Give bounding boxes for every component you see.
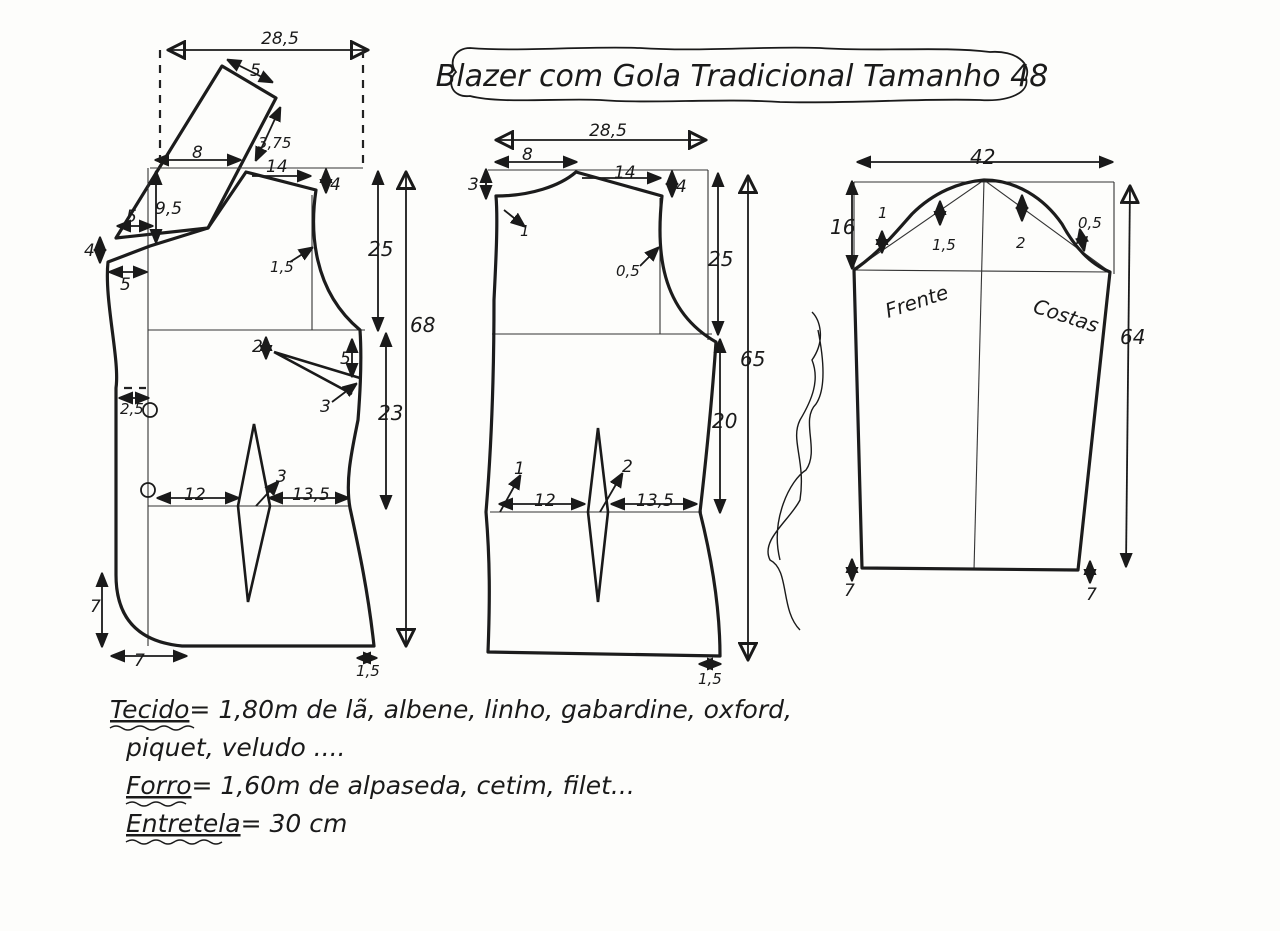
front-piece: 28,5 5 3,75 8 14 4 9,5 5 4 (84, 29, 435, 680)
fabric-text-cont: piquet, veludo .... (125, 733, 345, 762)
front-armhole-curve-label: 1,5 (270, 258, 294, 276)
back-hem-ext-label: 1,5 (698, 670, 722, 688)
front-button-top (142, 402, 158, 418)
notes-squiggle (109, 725, 223, 845)
title-cloud-outline (450, 46, 1029, 104)
back-armhole-curve-arrow (639, 248, 658, 267)
front-shoulder-label: 14 (266, 157, 288, 177)
front-body-outline (105, 170, 376, 648)
sleeve-cap-height-label: 16 (830, 215, 855, 239)
front-hem-ext-label: 1,5 (356, 662, 380, 680)
sleeve-width-label: 42 (970, 145, 995, 169)
back-armhole-curve-label: 0,5 (616, 262, 640, 280)
back-armhole-depth-label: 25 (708, 247, 733, 271)
back-neck-rise-label: 3 (468, 175, 479, 195)
front-collar-width-label: 5 (250, 61, 261, 81)
front-waist-armhole-label: 23 (378, 401, 403, 425)
sleeve-hem-left-label: 7 (844, 581, 855, 601)
signature-scribble (767, 311, 824, 631)
fabric-text: = 1,80m de lã, albene, linho, gabardine,… (189, 695, 792, 724)
back-shoulder-label: 14 (614, 163, 636, 183)
front-collar-offset-arrow (256, 108, 280, 160)
fabric-label: Tecido (110, 695, 189, 724)
back-dart-right-arrow (599, 474, 622, 513)
material-notes: Tecido= 1,80m de lã, albene, linho, gaba… (109, 695, 792, 845)
back-shoulder-drop-label: 4 (676, 177, 687, 197)
back-top-width-label: 28,5 (589, 121, 627, 141)
back-neck-width-label: 8 (522, 145, 533, 165)
front-waist-right-label: 13,5 (292, 485, 330, 505)
front-armhole-depth-label: 25 (368, 237, 393, 261)
lining-text: = 1,60m de alpaseda, cetim, filet... (192, 771, 635, 800)
front-armhole-curve-arrow (289, 248, 312, 263)
interfacing-label: Entretela (126, 809, 241, 838)
front-waist-dart (236, 423, 272, 603)
title-text: Blazer com Gola Tradicional Tamanho 48 (436, 59, 1049, 94)
sleeve-piece: 42 16 1 1,5 2 0,5 Frente Costas 64 7 7 (830, 145, 1145, 605)
front-lapel-point-label: 5 (126, 207, 137, 227)
front-lapel-inset-label: 5 (120, 275, 131, 295)
front-hem-width-label: 7 (134, 651, 145, 671)
front-neck-depth-label: 9,5 (155, 199, 182, 219)
front-neck-width-label: 8 (192, 143, 203, 163)
sleeve-front-curve-2-label: 1,5 (932, 236, 956, 254)
sleeve-back-curve-2-label: 0,5 (1078, 214, 1102, 232)
front-shoulder-drop-label: 4 (330, 175, 341, 195)
front-collar-arrow (228, 60, 272, 82)
sleeve-hem-right-label: 7 (1086, 585, 1097, 605)
front-waist-left-label: 12 (184, 485, 206, 505)
back-body-outline (484, 170, 722, 658)
back-total-length-label: 65 (740, 347, 765, 371)
front-hem-height-label: 7 (90, 597, 101, 617)
front-chest-dart-side-label: 5 (340, 349, 351, 369)
back-waist-dart (586, 427, 610, 603)
front-waist-dart-arrow (255, 482, 278, 507)
back-piece: 28,5 8 3 1 14 4 0,5 25 20 65 12 13,5 1 2 (468, 121, 765, 688)
sleeve-center-line (973, 179, 985, 571)
front-button-offset-label: 2,5 (120, 400, 144, 418)
front-button-bottom (140, 482, 156, 498)
sleeve-back-curve-2-arrow (1080, 230, 1084, 250)
back-waist-right-label: 13,5 (636, 491, 674, 511)
back-neck-curve-arrow (503, 209, 524, 226)
sleeve-front-label: Frente (882, 280, 951, 323)
signature (767, 311, 824, 631)
sleeve-length-label: 64 (1120, 325, 1145, 349)
front-collar-offset-label: 3,75 (258, 134, 291, 152)
lining-line: Forro= 1,60m de alpaseda, cetim, filet..… (126, 771, 635, 800)
back-dart-left-label: 1 (514, 459, 525, 479)
title-cloud: Blazer com Gola Tradicional Tamanho 48 (436, 46, 1049, 104)
front-chest-dart-angle-label: 3 (320, 397, 331, 417)
sleeve-length-arrow (1126, 186, 1130, 566)
back-dart-left-arrow (499, 476, 520, 513)
front-chest-dart-width-label: 2 (252, 337, 263, 357)
sleeve-back-label: Costas (1030, 294, 1101, 338)
fabric-line: Tecido= 1,80m de lã, albene, linho, gaba… (110, 695, 792, 724)
front-waist-dart-label: 3 (276, 467, 287, 487)
sleeve-back-curve-1-label: 2 (1016, 234, 1026, 252)
interfacing-text: = 30 cm (241, 809, 348, 838)
back-waist-armhole-label: 20 (712, 409, 737, 433)
sleeve-outline (852, 178, 1112, 572)
front-total-length-label: 68 (410, 313, 435, 337)
sleeve-front-curve-1-label: 1 (878, 204, 888, 222)
front-top-width-label: 28,5 (261, 29, 299, 49)
back-waist-left-label: 12 (534, 491, 556, 511)
front-lapel-drop-label: 4 (84, 241, 95, 261)
back-neck-curve-label: 1 (520, 222, 530, 240)
front-chest-dart-angle-arrow (331, 384, 356, 403)
interfacing-line: Entretela= 30 cm (126, 809, 347, 838)
lining-label: Forro (126, 771, 192, 800)
back-dart-right-label: 2 (622, 457, 633, 477)
